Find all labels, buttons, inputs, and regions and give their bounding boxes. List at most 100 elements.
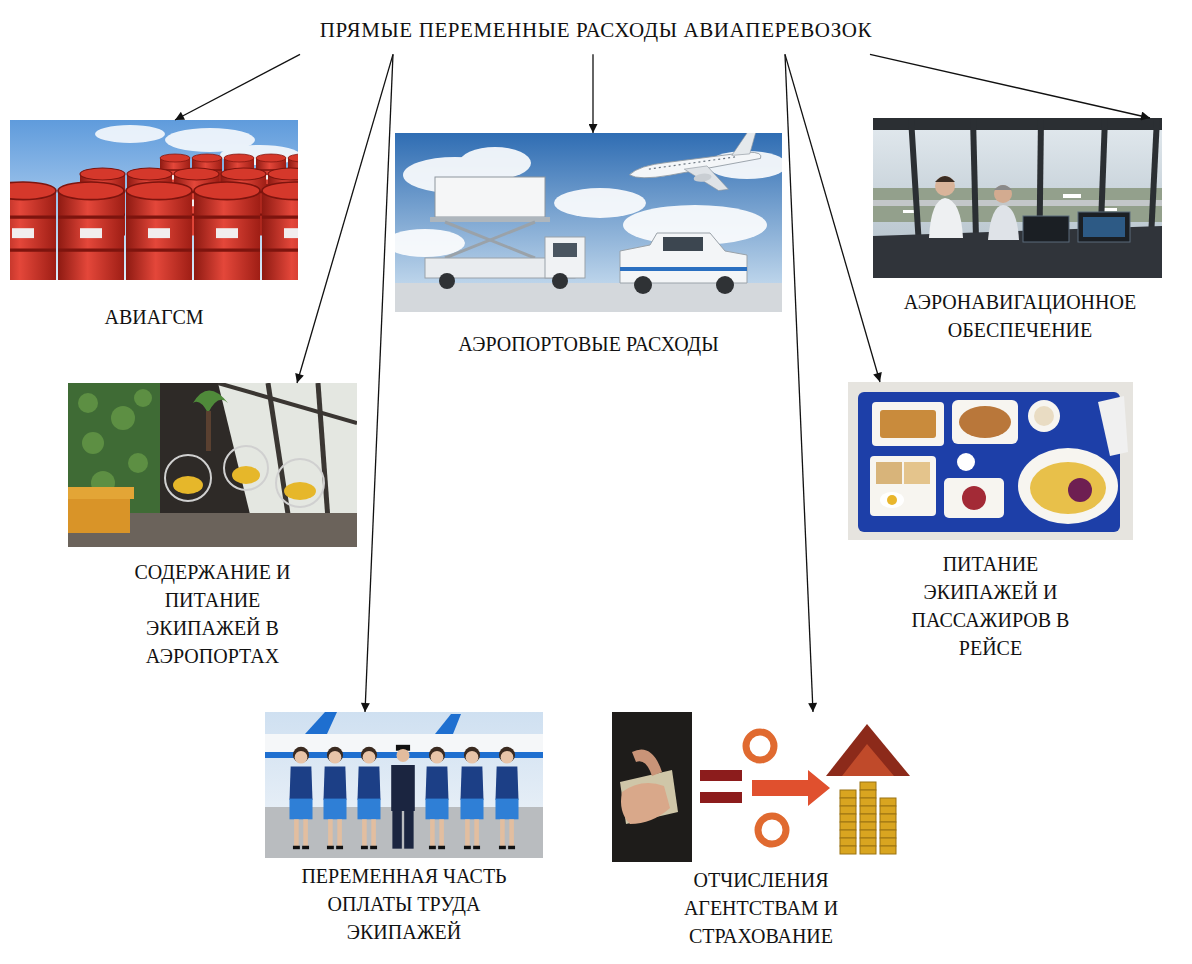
lounge-photo-part [78,389,152,495]
cost-item: ПЕРЕМЕННАЯ ЧАСТЬ ОПЛАТЫ ТРУДА ЭКИПАЖЕЙ [265,712,543,948]
airport-photo-part [626,133,765,203]
money-photo-part [840,806,856,814]
lounge-photo-part [68,383,160,513]
control-tower-photo-part [929,198,963,238]
airport-photo-part [430,217,550,222]
cost-item: ПИТАНИЕ ЭКИПАЖЕЙ И ПАССАЖИРОВ В РЕЙСЕ [848,382,1133,664]
meal-tray-photo-part [952,400,1018,444]
money-photo-part [752,770,830,806]
control-tower-photo-part [994,185,1012,190]
lounge-photo-part [134,389,152,407]
lounge-photo [68,383,357,547]
barrels-photo-part [262,182,298,280]
crew-photo-part [290,747,313,849]
airport-photo-part [395,133,782,312]
money-photo-part [612,712,910,862]
money-photo-part [840,790,856,798]
cost-item: АВИАГСМ [10,120,298,333]
money-photo-part [880,846,896,854]
meal-tray-photo-part [887,495,897,505]
lounge-photo-part [165,446,324,507]
meal-tray-photo-part [1028,400,1060,432]
cost-item: АЭРОНАВИГАЦИОННОЕ ОБЕСПЕЧЕНИЕ [860,118,1180,346]
meal-tray-photo-part [870,456,936,516]
meal-tray-photo-part [848,382,1133,540]
barrels-photo [10,120,298,280]
airport-photo-part [445,222,535,258]
airport-photo-part [620,267,747,271]
connector-arrow [870,54,1150,118]
lounge-photo-part [78,393,98,413]
airport-photo-part [554,188,646,218]
money-photo-part [842,744,894,776]
money-photo-part [880,814,896,822]
lounge-photo-part [111,406,135,430]
caption-text: СОДЕРЖАНИЕ И ПИТАНИЕ ЭКИПАЖЕЙ В АЭРОПОРТ… [113,558,313,670]
connector-arrow [785,54,880,382]
meal-tray-photo-part [1098,396,1128,456]
connector-arrow [592,54,593,133]
money-photo-part [840,830,856,838]
lounge-photo-part [165,455,211,501]
control-tower-photo-part [935,176,955,182]
airport-photo-part [553,243,577,257]
money-photo-part [860,790,876,798]
money-photo-part [880,806,896,814]
money-photo-part [880,830,896,838]
lounge-photo-part [206,411,211,451]
money-photo-part [621,783,670,824]
money-photo-part [632,750,662,777]
caption-text: АЭРОНАВИГАЦИОННОЕ ОБЕСПЕЧЕНИЕ [865,288,1175,344]
meal-tray-photo-part [904,462,930,484]
money-photo-part [746,732,774,760]
lounge-photo-part [193,391,228,414]
lounge-photo-part [284,482,316,500]
money-photo-part [860,782,876,790]
airport-photo-part [552,273,568,289]
barrels-photo-part [194,182,260,280]
meal-tray-photo-part [959,406,1011,438]
control-tower-photo-part [1083,217,1125,237]
lounge-photo-part [218,383,357,423]
lounge-photo-part [82,432,104,454]
control-tower-photo-part [935,176,955,196]
money-photo-part [860,830,876,838]
cost-item: ОТЧИСЛЕНИЯ АГЕНТСТВАМ И СТРАХОВАНИЕ [612,712,910,952]
money-photo-part [880,798,896,806]
crew-photo-part [358,747,381,849]
money-photo-part [880,822,896,830]
cost-item: АЭРОПОРТОВЫЕ РАСХОДЫ [395,133,782,360]
meal-tray-photo-part [1030,462,1106,514]
money-photo-part [860,806,876,814]
lounge-photo-part [173,466,316,500]
barrels-photo-part [126,182,192,280]
meal-tray-photo-part [872,402,944,446]
airport-photo-part [634,276,652,294]
meal-tray-photo-part [858,392,1120,532]
airport-photo [395,133,782,312]
money-photo-part [860,838,876,846]
money-photo-part [826,724,910,776]
control-tower-photo-part [873,118,1162,278]
money-photo-part [840,846,856,854]
control-tower-photo-part [1103,208,1117,211]
money-photo-part [860,798,876,806]
crew-photo-part [391,745,415,849]
money-photo-part [860,814,876,822]
lounge-photo-part [173,476,203,494]
caption-text: ПЕРЕМЕННАЯ ЧАСТЬ ОПЛАТЫ ТРУДА ЭКИПАЖЕЙ [284,862,524,946]
airport-photo-part [439,273,455,289]
money-photo-part [700,770,742,781]
control-tower-photo-part [994,185,1012,203]
meal-tray-photo-part [1018,448,1118,524]
airport-photo-part [716,276,734,294]
lounge-photo-part [68,495,130,533]
meal-tray-photo-part [1034,406,1054,426]
money-photo-part [620,770,678,824]
connector-arrow [297,54,393,383]
control-tower-photo [873,118,1162,278]
control-tower-photo-part [1063,194,1081,198]
meal-tray-photo-part [1068,478,1092,502]
